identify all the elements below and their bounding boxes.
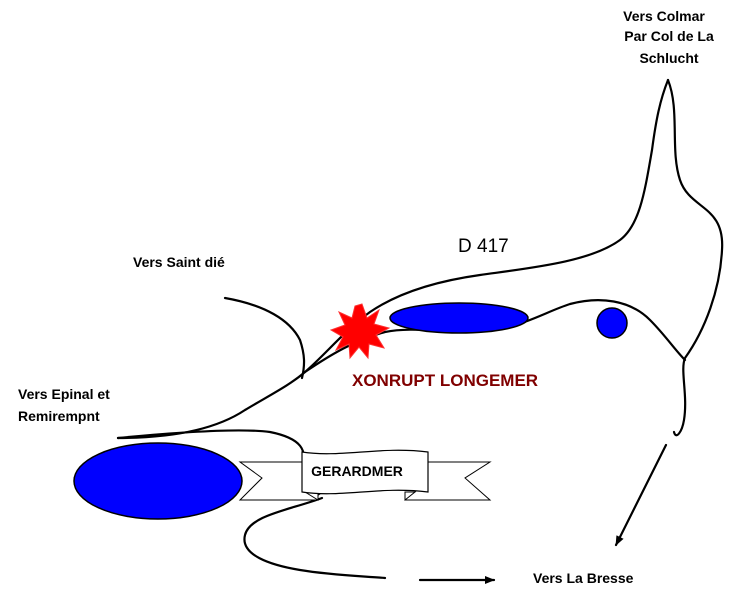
xonrupt-longemer-label: XONRUPT LONGEMER	[352, 371, 538, 390]
gerardmer-banner: GERARDMER	[238, 449, 492, 502]
lake-longemer	[389, 302, 529, 334]
gerardmer-label: GERARDMER	[311, 463, 403, 479]
lake-retournemer	[596, 307, 628, 339]
road-epinal-to-colmar	[116, 78, 670, 440]
epinal-label-line2: Remirempnt	[18, 408, 100, 424]
red-starburst-icon	[329, 303, 391, 360]
road-number-label: D 417	[458, 236, 509, 257]
la-bresse-label: Vers La Bresse	[533, 570, 634, 586]
road-east-loop	[666, 78, 724, 437]
lake-gerardmer	[73, 442, 243, 520]
saint-die-label: Vers Saint dié	[133, 254, 225, 270]
arrow-to-la-bresse-diag	[614, 443, 668, 547]
colmar-label-line2: Par Col de La	[624, 28, 714, 44]
colmar-label-line1: Vers Colmar	[623, 8, 705, 24]
colmar-label-line3: Schlucht	[639, 50, 698, 66]
road-to-la-bresse-lower	[243, 496, 387, 580]
epinal-label-line1: Vers Epinal et	[18, 386, 110, 402]
road-saint-die	[223, 296, 306, 380]
